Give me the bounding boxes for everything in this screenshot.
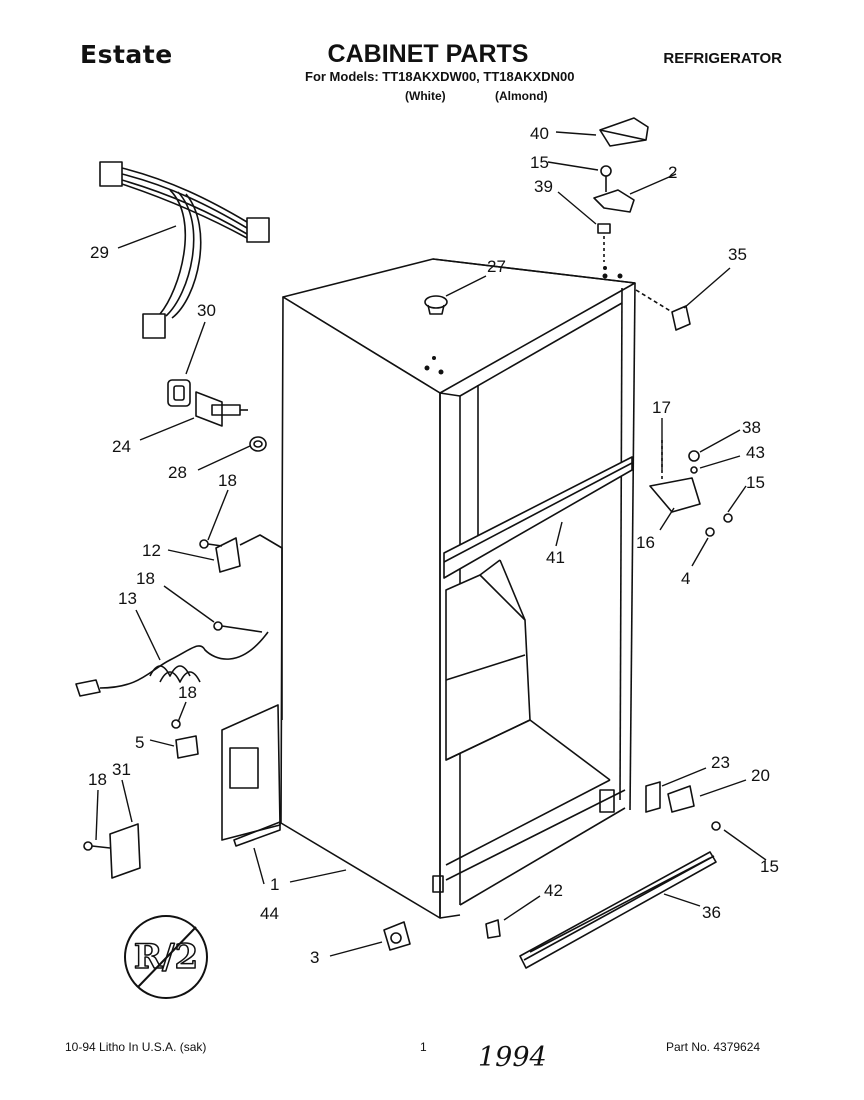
callout-42: 42 xyxy=(544,881,563,900)
callout-1: 1 xyxy=(270,875,279,894)
part-27-plug xyxy=(424,295,448,315)
callout-44: 44 xyxy=(260,904,279,923)
callout-3: 3 xyxy=(310,948,319,967)
part-5-clip xyxy=(171,719,199,759)
brand-logo: Estate xyxy=(80,40,173,69)
callout-18b: 18 xyxy=(136,569,155,588)
callout-27: 27 xyxy=(487,257,506,276)
cabinet-body xyxy=(280,258,636,919)
part-42-clip xyxy=(485,919,501,939)
callout-23: 23 xyxy=(711,753,730,772)
callout-41: 41 xyxy=(546,548,565,567)
callout-29: 29 xyxy=(90,243,109,262)
product-type: REFRIGERATOR xyxy=(663,50,782,67)
part-29-wire-harness xyxy=(99,161,270,339)
callout-28: 28 xyxy=(168,463,187,482)
callout-5: 5 xyxy=(135,733,144,752)
callout-15b: 15 xyxy=(746,473,765,492)
stamp-seal: R/2 xyxy=(124,915,208,999)
part-30-gasket xyxy=(167,379,191,407)
callout-38: 38 xyxy=(742,418,761,437)
callout-40: 40 xyxy=(530,124,549,143)
part-2-hinge xyxy=(593,165,635,262)
page-number: 1 xyxy=(420,1040,427,1054)
litho-note: 10-94 Litho In U.S.A. (sak) xyxy=(65,1040,207,1054)
leader-lines xyxy=(95,131,767,957)
callout-43: 43 xyxy=(746,443,765,462)
callout-39: 39 xyxy=(534,177,553,196)
part-44-panel xyxy=(221,704,281,847)
callout-36: 36 xyxy=(702,903,721,922)
callout-30: 30 xyxy=(197,301,216,320)
callout-12: 12 xyxy=(142,541,161,560)
part-13-power-cord xyxy=(75,621,269,697)
part-24-light-socket xyxy=(195,391,248,427)
callout-13: 13 xyxy=(118,589,137,608)
callout-20: 20 xyxy=(751,766,770,785)
part-12-bracket xyxy=(199,537,241,573)
part-40-cover xyxy=(599,117,649,147)
callout-15: 15 xyxy=(530,153,549,172)
callout-4: 4 xyxy=(681,569,690,588)
callout-18c: 18 xyxy=(178,683,197,702)
part-20-hinge-bottom xyxy=(645,781,721,831)
model-numbers: For Models: TT18AKXDW00, TT18AKXDN00 xyxy=(305,69,575,84)
callout-35: 35 xyxy=(728,245,747,264)
variant-white: (White) xyxy=(405,89,446,103)
page-title-text: CABINET PARTS xyxy=(327,40,529,68)
part-35-bumper xyxy=(635,289,691,331)
callout-31: 31 xyxy=(112,760,131,779)
top-holes xyxy=(424,266,623,375)
svg-text:R/2: R/2 xyxy=(134,937,198,977)
page-title: CABINET PARTS xyxy=(0,40,864,69)
variant-almond: (Almond) xyxy=(495,89,548,103)
callout-16: 16 xyxy=(636,533,655,552)
callout-18d: 18 xyxy=(88,770,107,789)
handwritten-year: 1994 xyxy=(478,1042,547,1073)
callout-24: 24 xyxy=(112,437,131,456)
part-36-toe-grille xyxy=(519,851,717,969)
callout-2: 2 xyxy=(668,163,677,182)
callout-18a: 18 xyxy=(218,471,237,490)
part-31-cover xyxy=(83,823,141,879)
part-3-roller xyxy=(383,921,411,951)
callout-15c: 15 xyxy=(760,857,779,876)
callout-labels: 40 15 2 39 35 27 29 30 24 28 17 38 43 15… xyxy=(88,124,779,967)
part-number: Part No. 4379624 xyxy=(666,1040,761,1054)
part-28-nut xyxy=(249,436,267,452)
callout-17: 17 xyxy=(652,398,671,417)
